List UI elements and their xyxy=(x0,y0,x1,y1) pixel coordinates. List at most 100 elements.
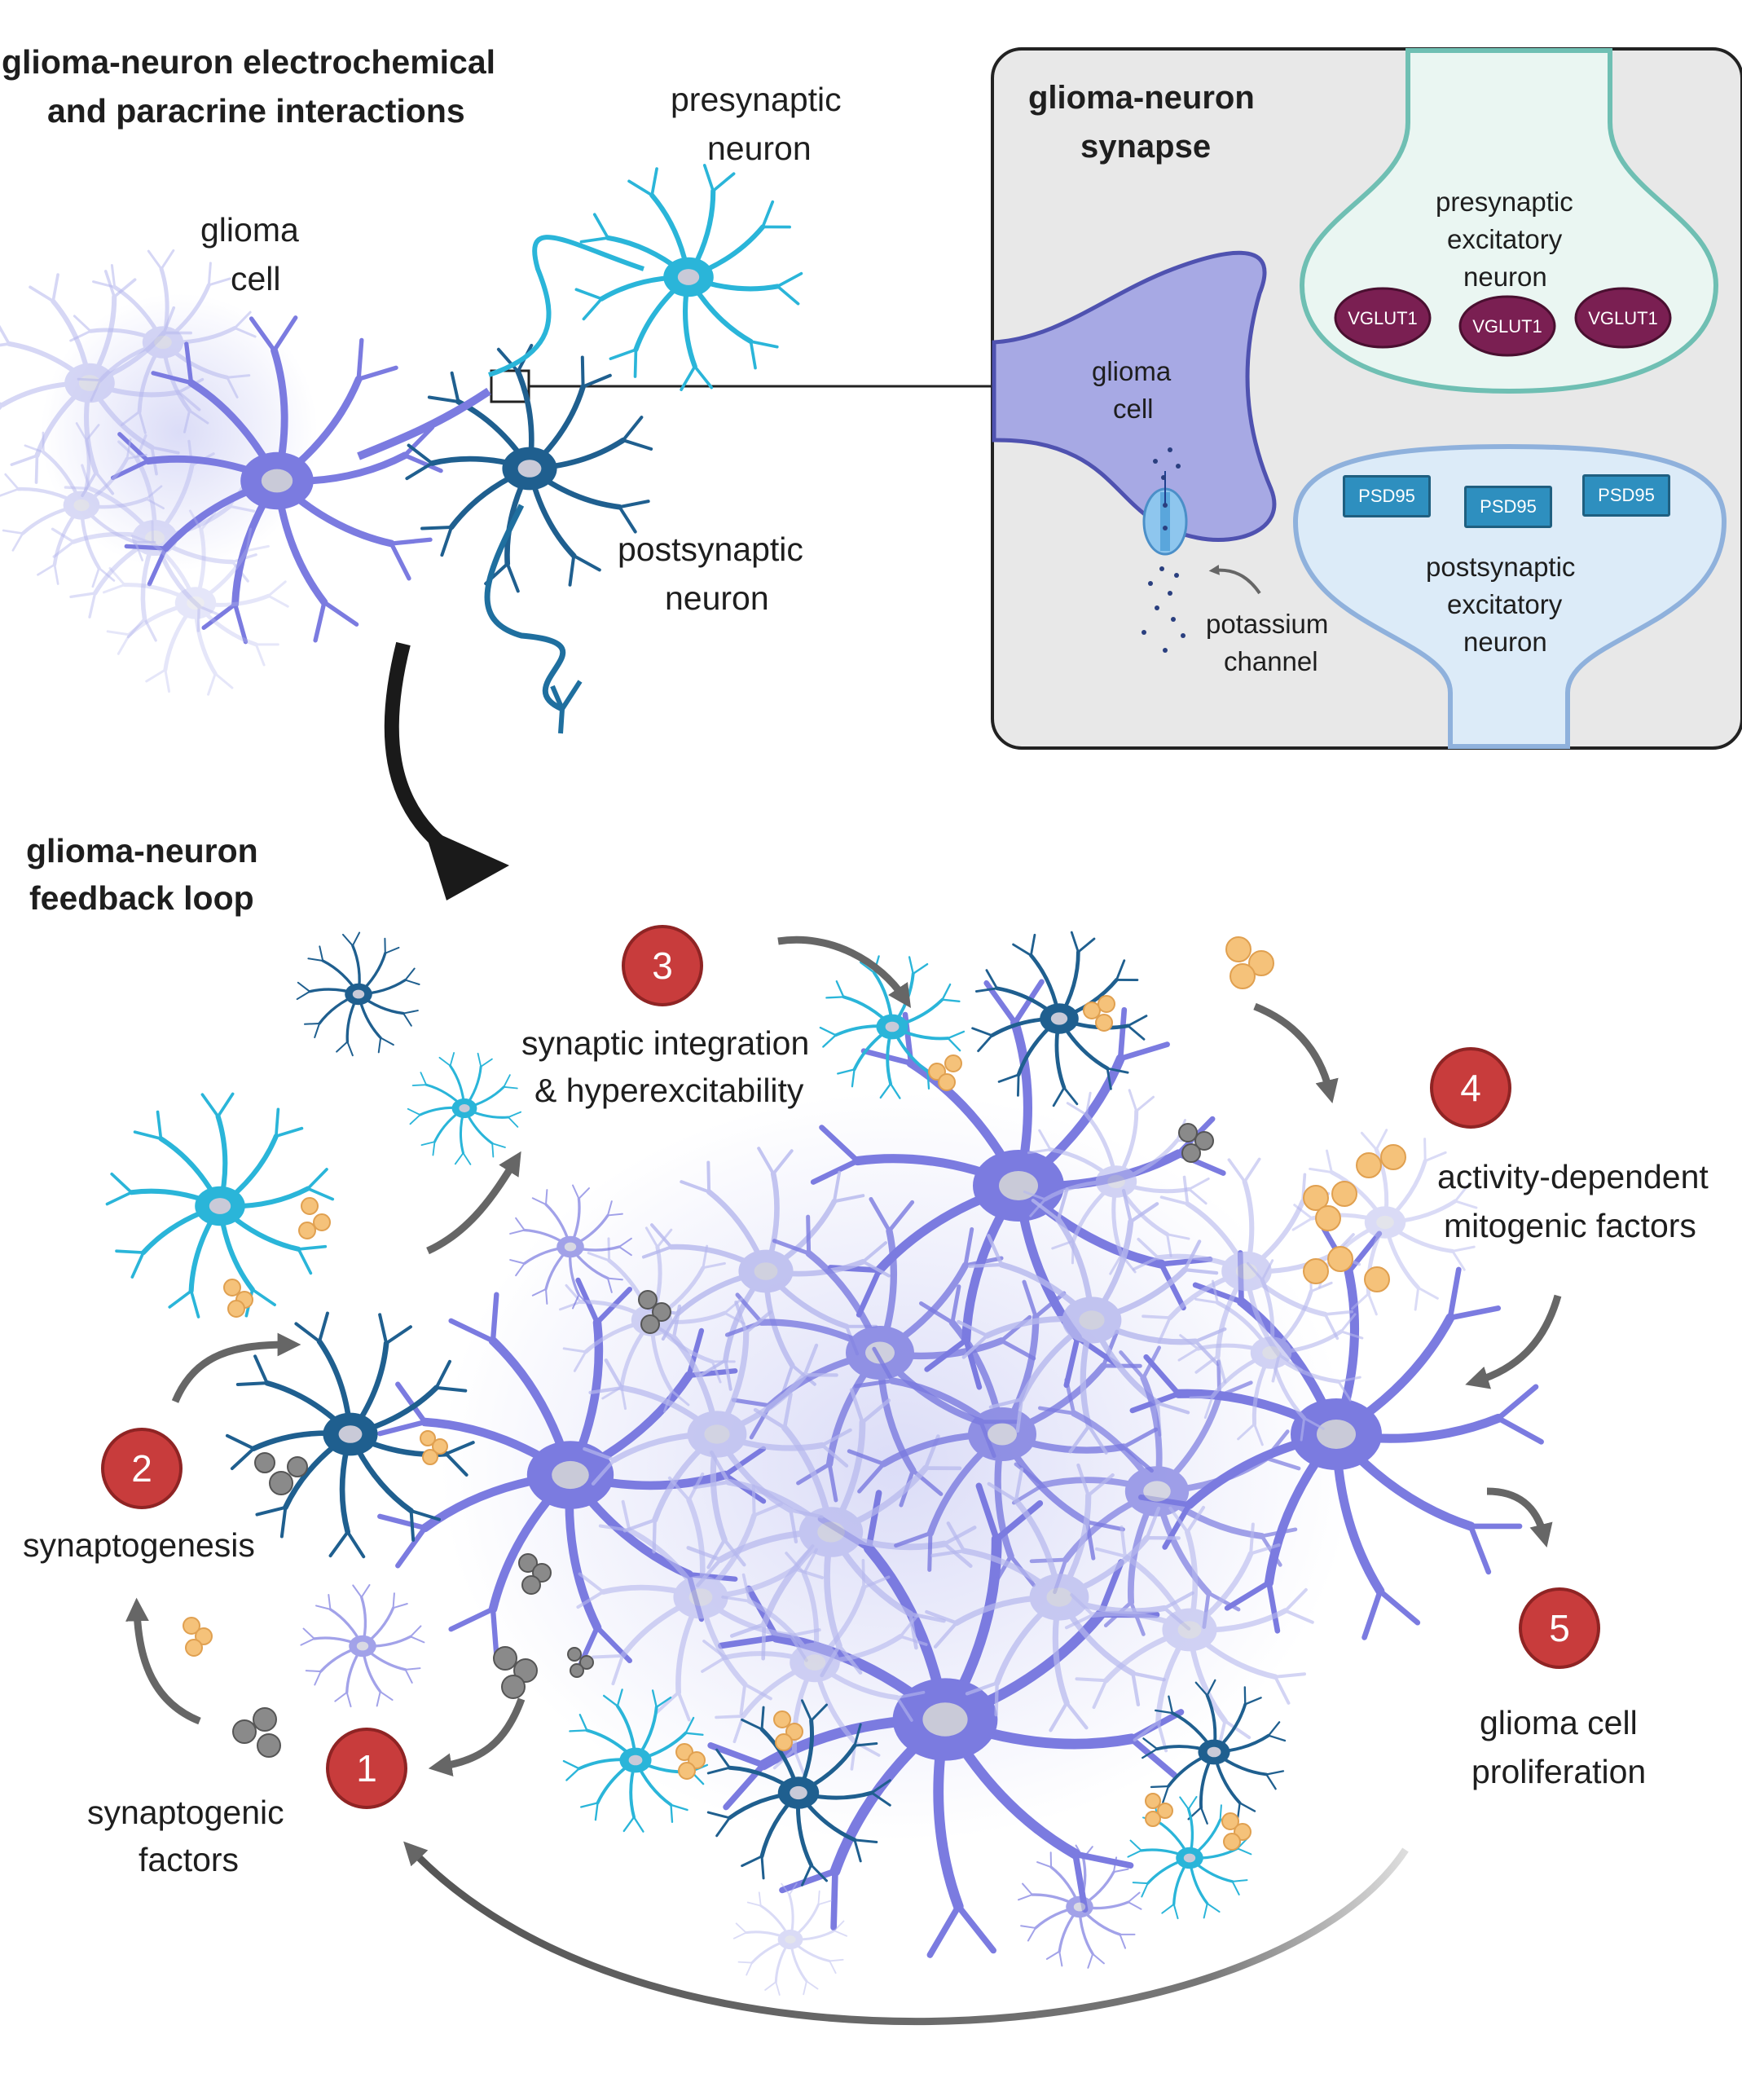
mitogenic-factor-dot xyxy=(1223,1833,1241,1851)
neuron-icon xyxy=(562,1688,709,1833)
arrow-1-to-2 xyxy=(125,1597,201,1725)
step-5-label-1: glioma cell xyxy=(1480,1704,1638,1741)
arrow-to-5 xyxy=(1486,1487,1553,1547)
mitogenic-factor-dot xyxy=(1225,936,1252,962)
mitogenic-factor-dot xyxy=(785,1723,803,1741)
synaptogenic-factor-dot xyxy=(269,1471,293,1495)
mitogenic-factor-dot xyxy=(1380,1144,1406,1170)
arrow-into-3 xyxy=(426,1151,521,1255)
step-5-label-2: proliferation xyxy=(1471,1753,1647,1790)
mitogenic-factor-dot xyxy=(1145,1793,1161,1809)
potassium-channel xyxy=(1142,471,1188,556)
channel-pointer-arrow xyxy=(1208,565,1261,595)
step-3-badge: 3 xyxy=(622,925,703,1006)
arrow-bottom-return xyxy=(403,1841,1409,2025)
mitogenic-factor-dot xyxy=(1157,1803,1173,1819)
step-4-label-1: activity-dependent xyxy=(1437,1158,1709,1195)
loop-title-line1: glioma-neuron xyxy=(26,832,258,869)
synaptogenic-factor-dot xyxy=(518,1553,538,1573)
top-glioma-cluster xyxy=(41,293,318,570)
postsynaptic-neuron-icon xyxy=(405,343,653,593)
presynaptic-axon xyxy=(488,235,644,377)
postsynaptic-label-2: neuron xyxy=(665,579,769,617)
mitogenic-factor-dot xyxy=(420,1430,436,1446)
neuron-icon xyxy=(1141,1679,1287,1825)
step-1-label-1: synaptogenic xyxy=(87,1794,284,1831)
arrow-to-4 xyxy=(1253,1002,1339,1104)
vglut1-label-1: VGLUT1 xyxy=(1348,308,1418,328)
glioma-cell-label-1: glioma xyxy=(200,211,299,249)
post-excitatory-label-2: excitatory xyxy=(1447,589,1563,619)
postsynaptic-terminal xyxy=(1292,443,1727,749)
tumor-glioma-cell xyxy=(701,1547,928,1776)
arrow-into-2 xyxy=(171,1332,301,1403)
synaptogenic-factor-dot xyxy=(1181,1143,1201,1163)
vglut1-vesicle-3 xyxy=(1574,287,1672,349)
top-title-line1: glioma-neuron electrochemical xyxy=(2,43,496,81)
psd95-label-3: PSD95 xyxy=(1582,474,1670,517)
synaptogenic-factor-dot xyxy=(638,1290,658,1310)
pre-excitatory-label-1: presynaptic xyxy=(1436,187,1573,217)
synaptogenic-factor-dot xyxy=(257,1733,281,1758)
mitogenic-factor-dot xyxy=(1098,995,1115,1013)
synaptogenic-factor-dot xyxy=(640,1314,660,1334)
glioma-cell-top xyxy=(0,422,165,588)
synapse-title-line2: synapse xyxy=(1080,129,1212,165)
synaptogenic-factor-dot xyxy=(532,1563,552,1583)
neuron-icon xyxy=(971,931,1148,1107)
mitogenic-factor-dot xyxy=(1364,1266,1390,1292)
vglut1-vesicle-1 xyxy=(1334,287,1432,349)
synaptogenic-factor-dot xyxy=(501,1675,526,1699)
postsynaptic-axon xyxy=(484,504,566,712)
tumor-glioma-cell xyxy=(1023,1089,1210,1275)
vglut1-label-3: VGLUT1 xyxy=(1588,308,1658,328)
synaptogenic-factor-dot xyxy=(521,1575,541,1595)
post-excitatory-label-1: postsynaptic xyxy=(1426,552,1576,582)
psd95-label-2: PSD95 xyxy=(1464,486,1552,528)
mitogenic-factor-dot xyxy=(298,1222,316,1239)
arrow-3-to-hyper xyxy=(777,936,911,1008)
synaptogenic-factor-dot xyxy=(570,1663,584,1678)
arrow-into-1 xyxy=(428,1697,526,1776)
arrow-4-to-5 xyxy=(1465,1294,1562,1389)
mitogenic-factor-dot xyxy=(938,1073,956,1091)
mitogenic-factor-dot xyxy=(183,1617,200,1635)
mitogenic-factor-dot xyxy=(675,1743,693,1761)
step-4-badge: 4 xyxy=(1430,1047,1511,1129)
mitogenic-factor-dot xyxy=(223,1279,241,1297)
mitogenic-factor-dot xyxy=(775,1733,793,1751)
mitogenic-factor-dot xyxy=(1145,1811,1161,1827)
synaptogenic-factor-dot xyxy=(493,1646,517,1671)
panel-glioma-label-1: glioma xyxy=(1092,356,1172,386)
presynaptic-label-2: neuron xyxy=(707,130,812,167)
tumor-glioma-cell xyxy=(732,1882,848,1996)
step-5-badge: 5 xyxy=(1519,1587,1600,1669)
mitogenic-factor-dot xyxy=(227,1300,245,1318)
synaptogenic-factor-dot xyxy=(253,1707,277,1732)
mitogenic-factor-dot xyxy=(1331,1181,1357,1207)
mitogenic-factor-dot xyxy=(195,1627,213,1645)
ion-dots xyxy=(1142,447,1186,653)
mitogenic-factor-dot xyxy=(1327,1246,1353,1272)
mitogenic-factor-dot xyxy=(1303,1258,1329,1284)
mitogenic-factor-dot xyxy=(1303,1185,1329,1211)
mitogenic-factor-dot xyxy=(1230,963,1256,989)
neuron-icon xyxy=(1127,1795,1252,1920)
tumor-glioma-cell xyxy=(641,1147,891,1395)
potassium-label-2: channel xyxy=(1224,646,1318,676)
neuron-icon xyxy=(296,931,420,1057)
top-title-line2: and paracrine interactions xyxy=(47,92,465,130)
glioma-cell-label-2: cell xyxy=(231,260,281,297)
synaptogenic-factor-dot xyxy=(579,1655,594,1670)
tumor-glioma-cell xyxy=(1129,1226,1544,1640)
tumor-glioma-cell xyxy=(686,1388,977,1678)
mitogenic-factor-dot xyxy=(1083,1002,1101,1019)
neuron-icon xyxy=(105,1092,335,1319)
tumor-glioma-cell xyxy=(300,1583,425,1708)
mitogenic-factor-dot xyxy=(944,1054,962,1072)
zoom-box xyxy=(490,369,530,403)
tumor-haze xyxy=(440,1092,1353,1842)
neuron-icon xyxy=(225,1311,475,1559)
step-3-label-1: synaptic integration xyxy=(521,1024,810,1062)
